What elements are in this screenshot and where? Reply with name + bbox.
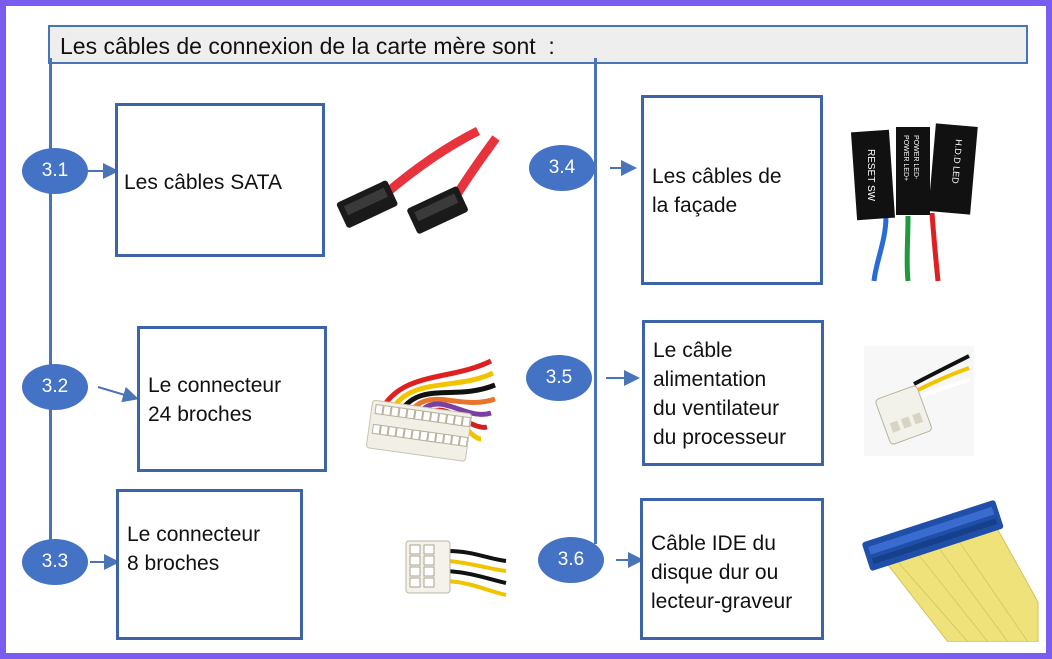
ide-ribbon-cable-icon [862,500,1039,642]
bubble-3-3: 3.3 [22,539,88,585]
atx-24pin-connector-icon [366,358,496,462]
front-label-hdd: H.D.D LED [950,139,964,185]
front-label-power-minus: POWER LED- [912,135,919,180]
arrow-3-2 [97,386,139,403]
label-3-5: Le câble alimentation du ventilateur du … [653,339,787,449]
box-3-2: Le connecteur 24 broches [137,326,327,472]
right-vertical-line [594,58,597,544]
cpu-fan-connector-icon [864,346,974,456]
diagram-title: Les câbles de connexion de la carte mère… [60,33,555,59]
title-bar: Les câbles de connexion de la carte mère… [48,25,1028,64]
bubble-3-2: 3.2 [22,364,88,410]
bubble-3-4: 3.4 [529,145,595,191]
front-label-reset: RESET SW [865,149,876,202]
left-vertical-line [49,58,52,561]
label-3-1: Les câbles SATA [124,171,282,194]
arrows-layer [88,160,644,570]
label-3-4: Les câbles de la façade [652,165,782,217]
eps-8pin-connector-icon [405,540,507,597]
box-3-1: Les câbles SATA [115,103,325,257]
box-3-5: Le câble alimentation du ventilateur du … [642,320,824,466]
label-3-2: Le connecteur 24 broches [148,374,282,426]
bubble-3-1: 3.1 [22,148,88,194]
sata-cables-icon [336,126,500,234]
box-3-3: Le connecteur 8 broches [116,489,303,640]
label-3-3: Le connecteur 8 broches [127,523,261,575]
label-3-6: Câble IDE du disque dur ou lecteur-grave… [651,532,793,613]
box-3-6: Câble IDE du disque dur ou lecteur-grave… [640,498,824,640]
bubble-3-5: 3.5 [526,355,592,401]
box-3-4: Les câbles de la façade [641,95,823,285]
front-label-power-plus: POWER LED+ [902,135,909,181]
bubble-3-6: 3.6 [538,537,604,583]
front-panel-cables-icon: RESET SW POWER LED+ POWER LED- H.D.D LED [850,123,978,282]
